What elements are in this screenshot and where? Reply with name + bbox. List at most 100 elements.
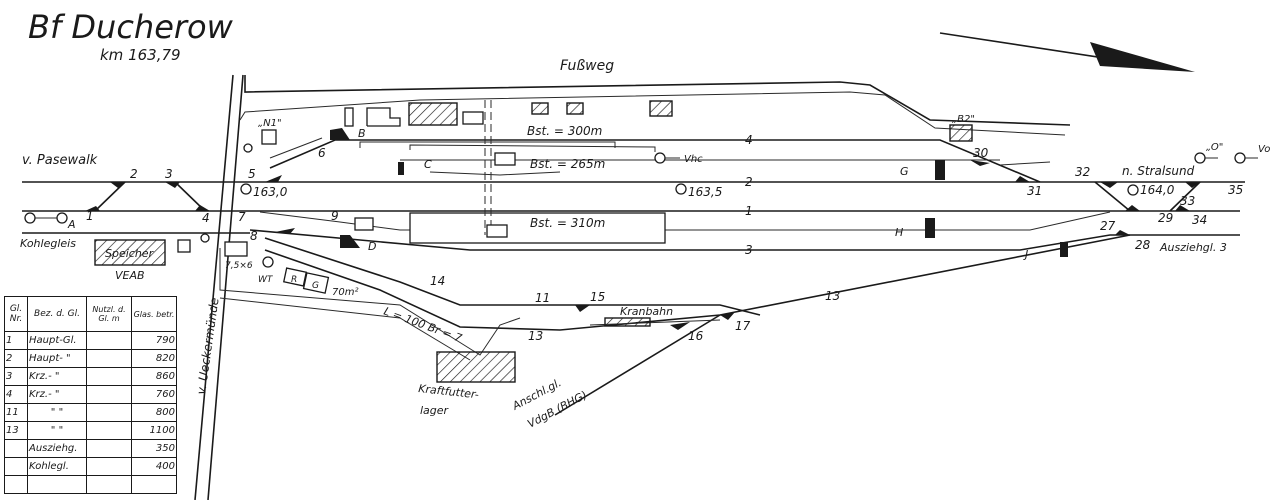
kraftfutterlager bbox=[436, 351, 516, 383]
signal-g: G bbox=[900, 165, 909, 178]
switch-34: 34 bbox=[1192, 213, 1207, 227]
label-signal-vhc: Vhc bbox=[684, 154, 703, 165]
cell bbox=[86, 457, 132, 476]
cell: 1 bbox=[4, 331, 28, 350]
switch-31: 31 bbox=[1027, 184, 1042, 198]
label-stralsund: n. Stralsund bbox=[1122, 164, 1195, 178]
track-9 bbox=[259, 211, 1111, 231]
switch-numbers: 1 2 3 4 5 6 7 8 9 11 13 14 15 16 17 27 2… bbox=[86, 146, 1243, 343]
station-km: km 163,79 bbox=[100, 46, 181, 64]
switch-13: 13 bbox=[528, 329, 543, 343]
label-kohlegleis: Kohlegleis bbox=[20, 237, 76, 250]
cell: 3 bbox=[4, 367, 28, 386]
cell: 860 bbox=[131, 367, 177, 386]
switch-14: 14 bbox=[430, 274, 445, 288]
switch-9: 9 bbox=[331, 209, 339, 223]
label-building-g: G bbox=[312, 281, 319, 291]
label-b2: „B2" bbox=[952, 114, 975, 125]
label-kraftfutter: Kraftfutter- bbox=[418, 382, 480, 401]
switch-32: 32 bbox=[1075, 165, 1090, 179]
cell bbox=[86, 403, 132, 422]
cell: 4 bbox=[4, 385, 28, 404]
cell bbox=[86, 421, 132, 440]
cell: Krz.- " bbox=[27, 367, 87, 386]
label-kranbahn: Kranbahn bbox=[620, 305, 673, 318]
track-3 bbox=[249, 229, 1240, 251]
signal-b: B bbox=[358, 127, 366, 140]
switch-16: 16 bbox=[688, 329, 704, 343]
track-label-4: 4 bbox=[745, 133, 753, 147]
switch-27: 27 bbox=[1100, 219, 1116, 233]
cell: Kohlegl. bbox=[27, 457, 87, 476]
table-row: 13" "1100 bbox=[4, 421, 177, 440]
cell: 790 bbox=[131, 331, 177, 350]
table-row: Kohlegl. 400 bbox=[4, 457, 177, 476]
cell bbox=[86, 439, 132, 458]
platform-top bbox=[359, 141, 616, 148]
track-label-1: 1 bbox=[745, 204, 753, 218]
label-area: 70m² bbox=[332, 287, 358, 298]
label-km1640: 164,0 bbox=[1140, 183, 1175, 197]
buildings bbox=[94, 100, 973, 383]
cell bbox=[4, 439, 28, 458]
cell: Haupt- " bbox=[27, 349, 87, 368]
col-track-no: Gl. Nr. bbox=[4, 296, 28, 332]
switch-33: 33 bbox=[1180, 194, 1195, 208]
track-label-2: 2 bbox=[745, 175, 753, 189]
label-wt: WT bbox=[258, 275, 274, 285]
label-km1635: 163,5 bbox=[688, 185, 722, 199]
cell: Haupt-Gl. bbox=[27, 331, 87, 350]
station-title: Bf Ducherow bbox=[28, 8, 234, 46]
cell: Ausziehg. bbox=[27, 439, 87, 458]
tracks bbox=[22, 137, 1245, 416]
switch-6: 6 bbox=[318, 146, 326, 160]
switch-3: 3 bbox=[165, 167, 173, 181]
switch-5: 5 bbox=[248, 167, 256, 181]
cell: 1100 bbox=[131, 421, 177, 440]
cell: 400 bbox=[131, 457, 177, 476]
label-bst265: Bst. = 265m bbox=[530, 157, 605, 171]
signal-j: J bbox=[1023, 248, 1028, 261]
label-dims: 7,5×6 bbox=[225, 261, 253, 271]
signal-h: H bbox=[895, 226, 903, 239]
road bbox=[194, 74, 244, 500]
footpath-label: Fußweg bbox=[560, 58, 614, 74]
label-signal-o: „O" bbox=[1206, 142, 1223, 153]
switch-30: 30 bbox=[973, 146, 989, 160]
cell: Krz.- " bbox=[27, 385, 87, 404]
switch-17: 17 bbox=[735, 319, 751, 333]
cell bbox=[86, 385, 132, 404]
track-label-3: 3 bbox=[745, 243, 753, 257]
switch-8: 8 bbox=[250, 229, 258, 243]
cell: 11 bbox=[4, 403, 28, 422]
switch-35: 35 bbox=[1228, 183, 1243, 197]
table-row: 11" "800 bbox=[4, 403, 177, 422]
building-G bbox=[302, 272, 330, 294]
table-header: Gl. Nr. Bez. d. Gl. Nutzl. d. Gl. m Glas… bbox=[4, 296, 177, 332]
label-lager: lager bbox=[420, 404, 450, 417]
platform-middle bbox=[409, 144, 656, 152]
cell: 2 bbox=[4, 349, 28, 368]
track-11 bbox=[264, 237, 761, 316]
label-building-r: R bbox=[291, 275, 297, 285]
switch-1: 1 bbox=[86, 209, 94, 223]
cell bbox=[86, 475, 132, 494]
table-row: Ausziehg.350 bbox=[4, 439, 177, 458]
direction-arrow-icon bbox=[939, 32, 1195, 72]
track-4 bbox=[269, 139, 1041, 183]
signal-a: A bbox=[67, 218, 76, 231]
label-ausziehgleis-3: Ausziehgl. 3 bbox=[1159, 241, 1227, 254]
label-bst300: Bst. = 300m bbox=[527, 124, 602, 138]
cell: 820 bbox=[131, 349, 177, 368]
cell bbox=[86, 331, 132, 350]
col-length: Glas. betr. bbox=[131, 296, 177, 332]
loading-ramp bbox=[219, 248, 521, 356]
cell bbox=[86, 349, 132, 368]
track-siding bbox=[554, 314, 721, 416]
label-signal-vo: Vo bbox=[1258, 144, 1270, 155]
